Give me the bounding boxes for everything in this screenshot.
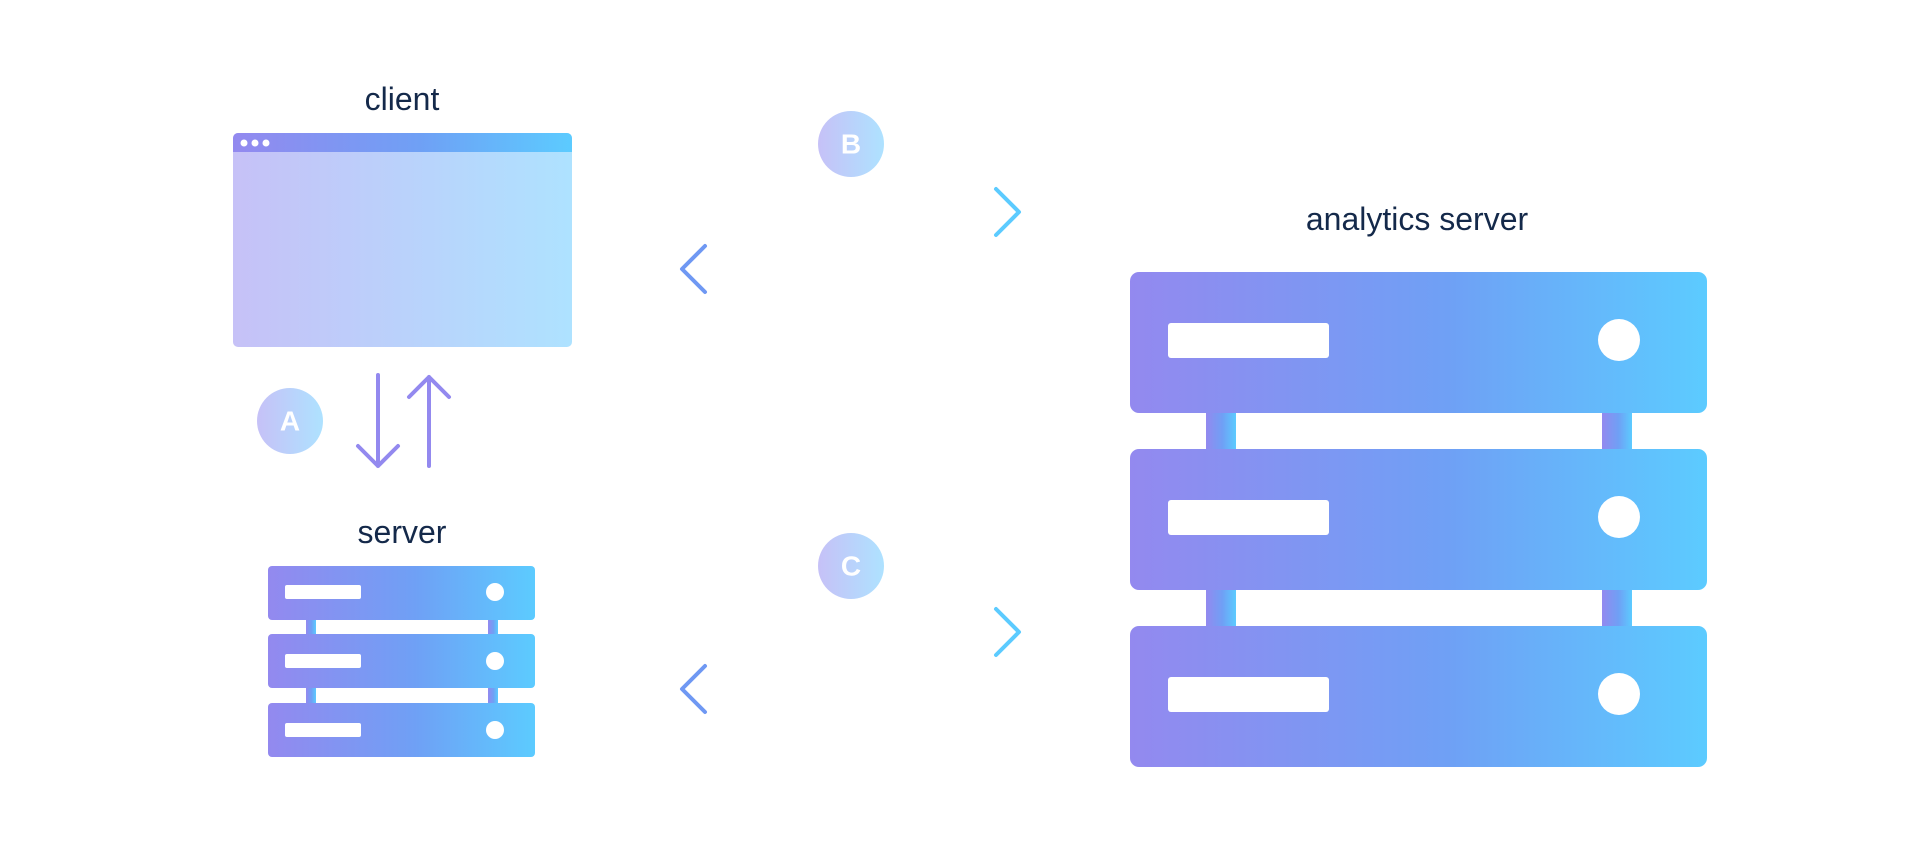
svg-text:A: A bbox=[280, 406, 300, 437]
badge-c: C bbox=[818, 533, 884, 599]
client-analytics-arrows bbox=[680, 187, 1021, 294]
analytics-server-icon bbox=[1130, 272, 1707, 767]
badge-a: A bbox=[257, 388, 323, 454]
svg-text:B: B bbox=[841, 129, 861, 160]
browser-window-icon bbox=[233, 133, 572, 347]
server-analytics-arrows bbox=[680, 607, 1021, 714]
analytics-server-label: analytics server bbox=[1306, 201, 1529, 237]
client-label: client bbox=[365, 81, 440, 117]
arrow-up-icon bbox=[407, 375, 451, 468]
server-icon bbox=[268, 566, 535, 757]
client-server-arrows bbox=[356, 373, 451, 468]
badge-b: B bbox=[818, 111, 884, 177]
svg-text:C: C bbox=[841, 551, 861, 582]
server-label: server bbox=[358, 514, 447, 550]
arrow-down-icon bbox=[356, 373, 400, 468]
